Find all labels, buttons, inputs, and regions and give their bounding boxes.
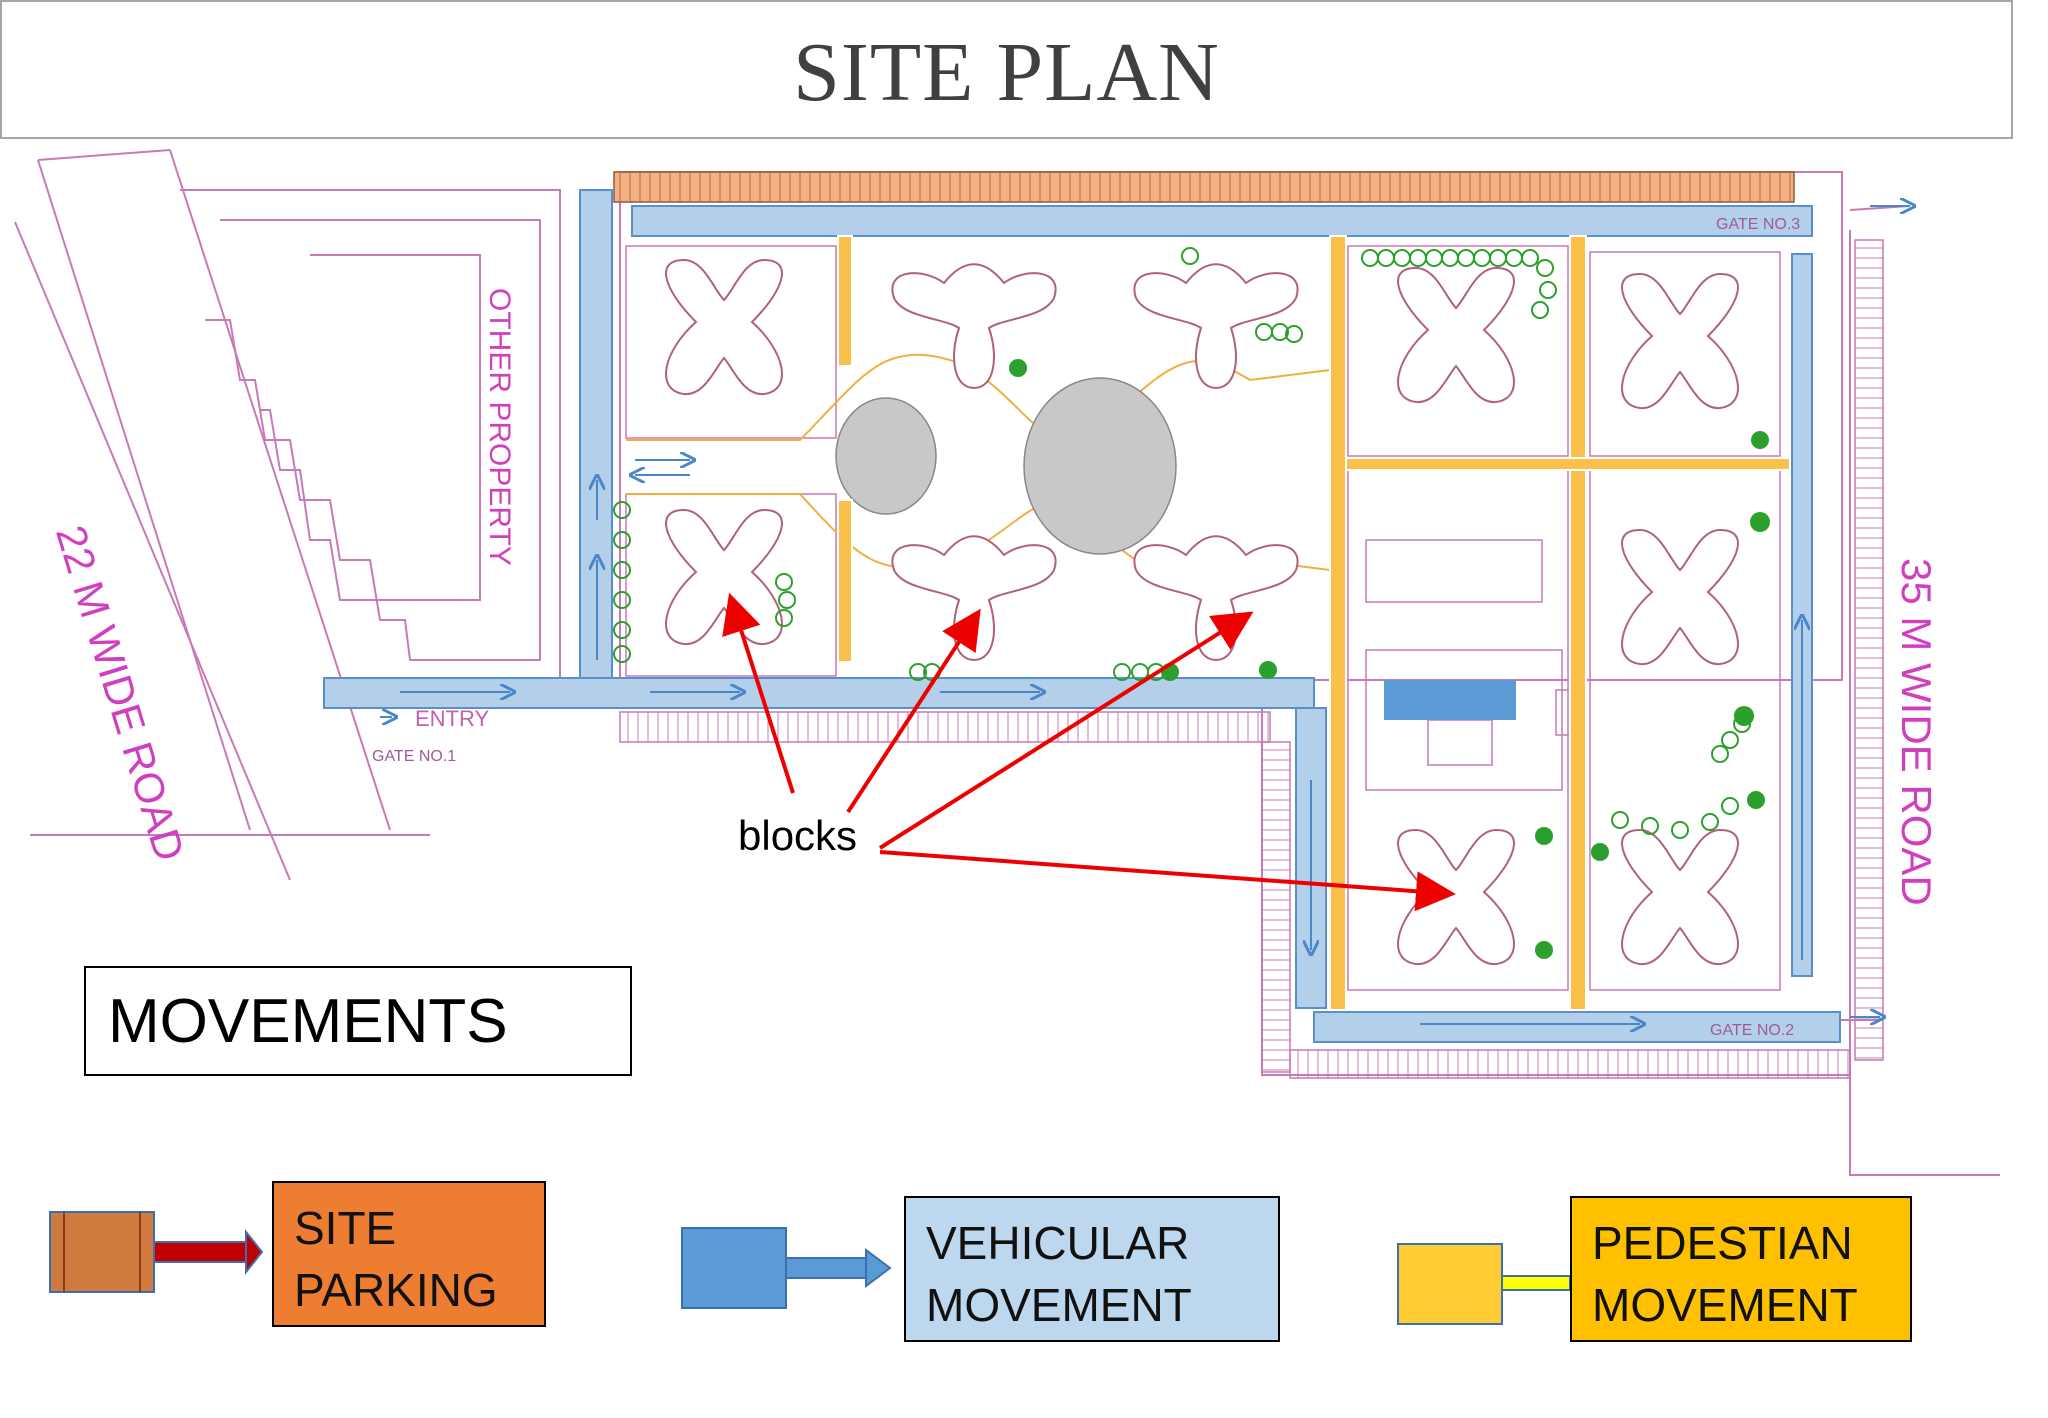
vehicular-arrows (380, 206, 1910, 1024)
legend-site-parking: SITE PARKING (272, 1181, 546, 1327)
parking-hatch-strips (619, 239, 1884, 1079)
pedestrian-paths (837, 235, 1791, 1011)
top-parking-strip (613, 171, 1795, 203)
legend-parking-line2: PARKING (294, 1264, 498, 1316)
legend-parking-line1: SITE (294, 1202, 397, 1254)
title-bar: SITE PLAN (0, 0, 2013, 139)
legend-pedestrian-line1: PEDESTIAN (1592, 1217, 1853, 1269)
legend-vehicular-line1: VEHICULAR (926, 1217, 1190, 1269)
gate-3-label: GATE NO.3 (1716, 216, 1801, 233)
blocks-label: blocks (738, 812, 858, 859)
pedestrian-legend-symbol (1397, 1243, 1571, 1325)
courtyard-circle-right (1023, 377, 1177, 555)
legend-pedestrian-line2: MOVEMENT (1592, 1279, 1858, 1331)
gate-1-label: GATE NO.1 (372, 748, 457, 765)
page-title: SITE PLAN (793, 26, 1220, 119)
legend-vehicular-line2: MOVEMENT (926, 1279, 1192, 1331)
other-property-label: OTHER PROPERTY (483, 288, 516, 566)
left-road-lines (14, 149, 561, 881)
legend-vehicular-movement: VEHICULAR MOVEMENT (904, 1196, 1280, 1342)
parking-hatch-lines (627, 247, 1883, 1078)
movements-heading-box: MOVEMENTS (84, 966, 632, 1076)
parking-legend-symbol (49, 1211, 264, 1293)
shrubs (1009, 359, 1770, 959)
vehicular-legend-symbol (681, 1227, 892, 1309)
vehicular-roads (323, 189, 1841, 1043)
blocks-pointer-arrows (722, 592, 1456, 912)
road-label-35m: 35 M WIDE ROAD (1893, 558, 1940, 906)
entry-label: ENTRY (415, 706, 490, 731)
legend-symbols (49, 1211, 1571, 1325)
movements-heading: MOVEMENTS (108, 987, 508, 1056)
legend-pedestrian-movement: PEDESTIAN MOVEMENT (1570, 1196, 1912, 1342)
top-parking-hatch (619, 172, 1791, 202)
site-plan-drawing (14, 149, 2000, 1176)
gate-2-label: GATE NO.2 (1710, 1022, 1795, 1039)
pool (1384, 680, 1516, 720)
courtyard-circle-left (835, 397, 937, 515)
